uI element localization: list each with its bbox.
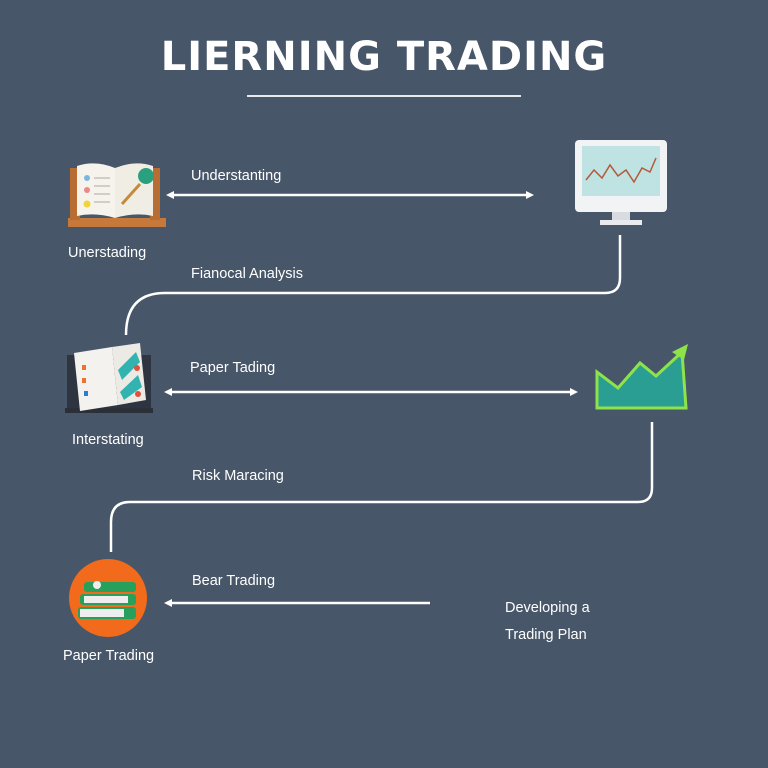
connector-2: [109, 422, 654, 552]
row3-node-label: Paper Trading: [63, 648, 155, 664]
open-book-icon: [68, 163, 166, 227]
notebook-icon: [65, 343, 153, 413]
title-divider: [247, 95, 521, 97]
row2-node-label: Interstating: [72, 432, 144, 448]
row3-arrow-label: Bear Trading: [192, 573, 276, 589]
connector-1: [124, 235, 622, 336]
stacked-books-icon: [69, 559, 147, 637]
row1-node-label: Unerstading: [68, 245, 147, 261]
growth-chart-icon: [595, 344, 688, 410]
row1-arrow-label: Understanting: [191, 168, 282, 184]
connector1-label: Fianocal Analysis: [191, 266, 304, 282]
row2-arrow-label: Paper Tading: [190, 360, 276, 376]
page-title: LIERNING TRADING: [160, 34, 608, 80]
monitor-chart-icon: [575, 140, 667, 225]
trading-plan-label-line2: Trading Plan: [505, 627, 587, 643]
connector2-label: Risk Maracing: [192, 468, 284, 484]
trading-plan-label-line1: Developing a: [505, 600, 590, 616]
